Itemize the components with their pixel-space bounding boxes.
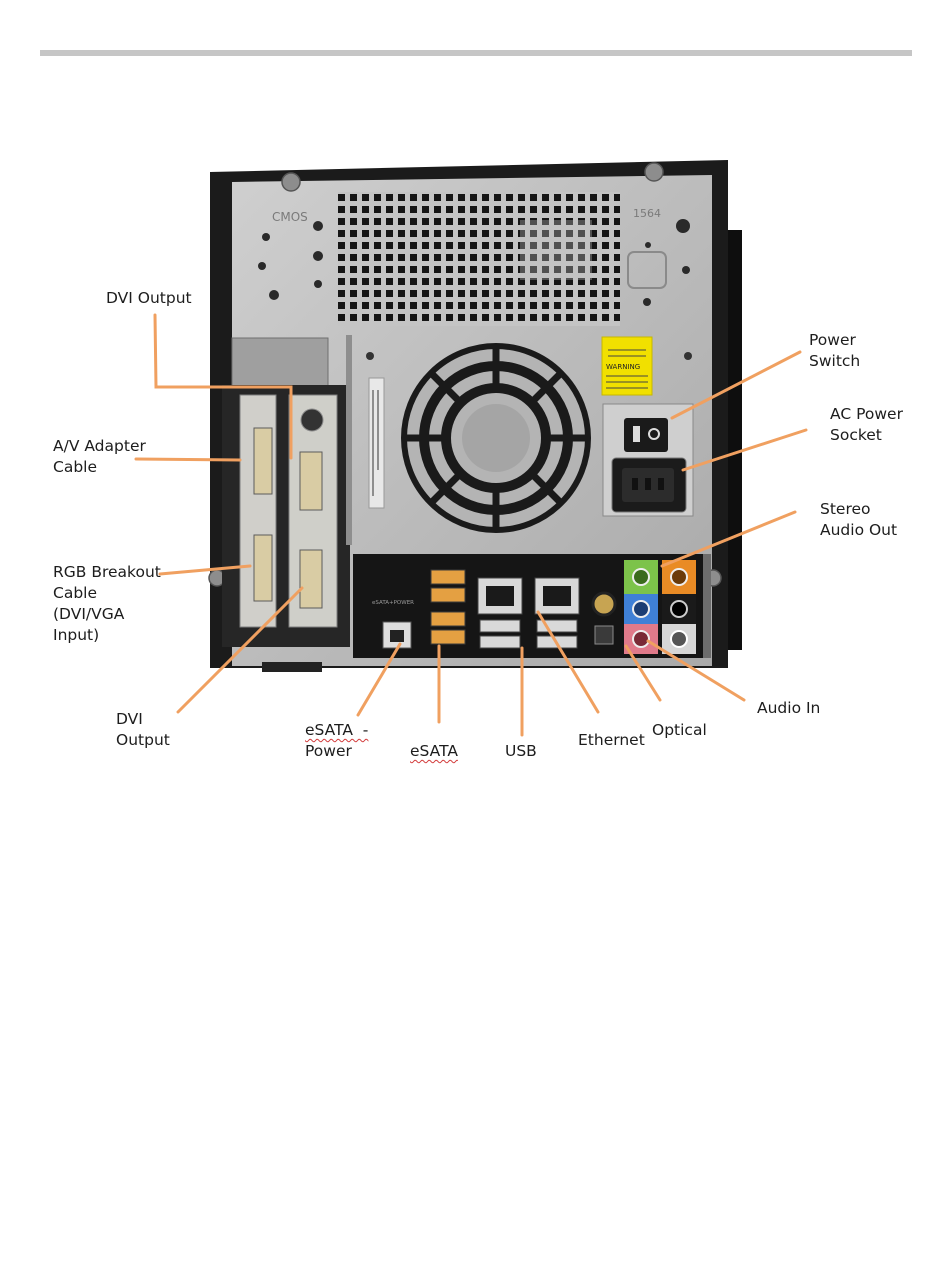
- leader-line-av-adapter: [136, 459, 240, 460]
- fan-grille: [404, 346, 588, 530]
- cmos-marking: CMOS: [272, 210, 308, 224]
- port-number-marking: 1564: [633, 207, 661, 220]
- callout-dvi-output-top: DVI Output: [106, 288, 192, 309]
- callout-usb: USB: [505, 741, 537, 762]
- callout-stereo-out-line-1: Stereo: [820, 499, 897, 520]
- callout-optical-text: Optical: [652, 720, 707, 741]
- callout-audio-in: Audio In: [757, 698, 820, 719]
- callout-power-switch: Power Switch: [809, 330, 860, 372]
- callout-esata: eSATA: [410, 741, 458, 762]
- callout-power-switch-line-2: Switch: [809, 351, 860, 372]
- callout-ac-power-line-2: Socket: [830, 425, 903, 446]
- callout-dvi-output-bottom-line-2: Output: [116, 730, 170, 751]
- callout-esata-text: eSATA: [410, 741, 458, 762]
- callout-ac-power: AC Power Socket: [830, 404, 903, 446]
- callout-esata-power: eSATA - Power: [305, 720, 368, 762]
- callout-stereo-out-line-2: Audio Out: [820, 520, 897, 541]
- callout-av-adapter-line-2: Cable: [53, 457, 146, 478]
- callout-ethernet-text: Ethernet: [578, 730, 645, 751]
- warning-label-text: WARNING: [606, 363, 640, 371]
- callout-ethernet: Ethernet: [578, 730, 645, 751]
- callout-rgb-breakout-line-4: Input): [53, 625, 161, 646]
- callout-rgb-breakout-line-1: RGB Breakout: [53, 562, 161, 583]
- callout-dvi-output-bottom-line-1: DVI: [116, 709, 170, 730]
- warning-label: WARNING: [602, 337, 652, 395]
- callout-dvi-output-bottom: DVI Output: [116, 709, 170, 751]
- callout-audio-in-text: Audio In: [757, 698, 820, 719]
- io-panel: eSATA+POWER: [353, 554, 711, 658]
- optical-port: [595, 626, 613, 644]
- power-switch: [624, 418, 668, 452]
- callout-rgb-breakout: RGB Breakout Cable (DVI/VGA Input): [53, 562, 161, 646]
- callout-av-adapter-line-1: A/V Adapter: [53, 436, 146, 457]
- callout-usb-text: USB: [505, 741, 537, 762]
- callout-rgb-breakout-line-3: (DVI/VGA: [53, 604, 161, 625]
- callout-stereo-out: Stereo Audio Out: [820, 499, 897, 541]
- callout-power-switch-line-1: Power: [809, 330, 860, 351]
- callout-dvi-output-top-text: DVI Output: [106, 288, 192, 309]
- callout-av-adapter: A/V Adapter Cable: [53, 436, 146, 478]
- callout-rgb-breakout-line-2: Cable: [53, 583, 161, 604]
- esata-power-marking: eSATA+POWER: [372, 600, 414, 606]
- coax-port: [593, 593, 615, 615]
- callout-esata-power-line-1: eSATA -: [305, 720, 368, 741]
- serial-label: [369, 378, 384, 508]
- power-supply-area: [603, 404, 693, 516]
- callout-ac-power-line-1: AC Power: [830, 404, 903, 425]
- callout-optical: Optical: [652, 720, 707, 741]
- callout-esata-power-line-2: Power: [305, 741, 368, 762]
